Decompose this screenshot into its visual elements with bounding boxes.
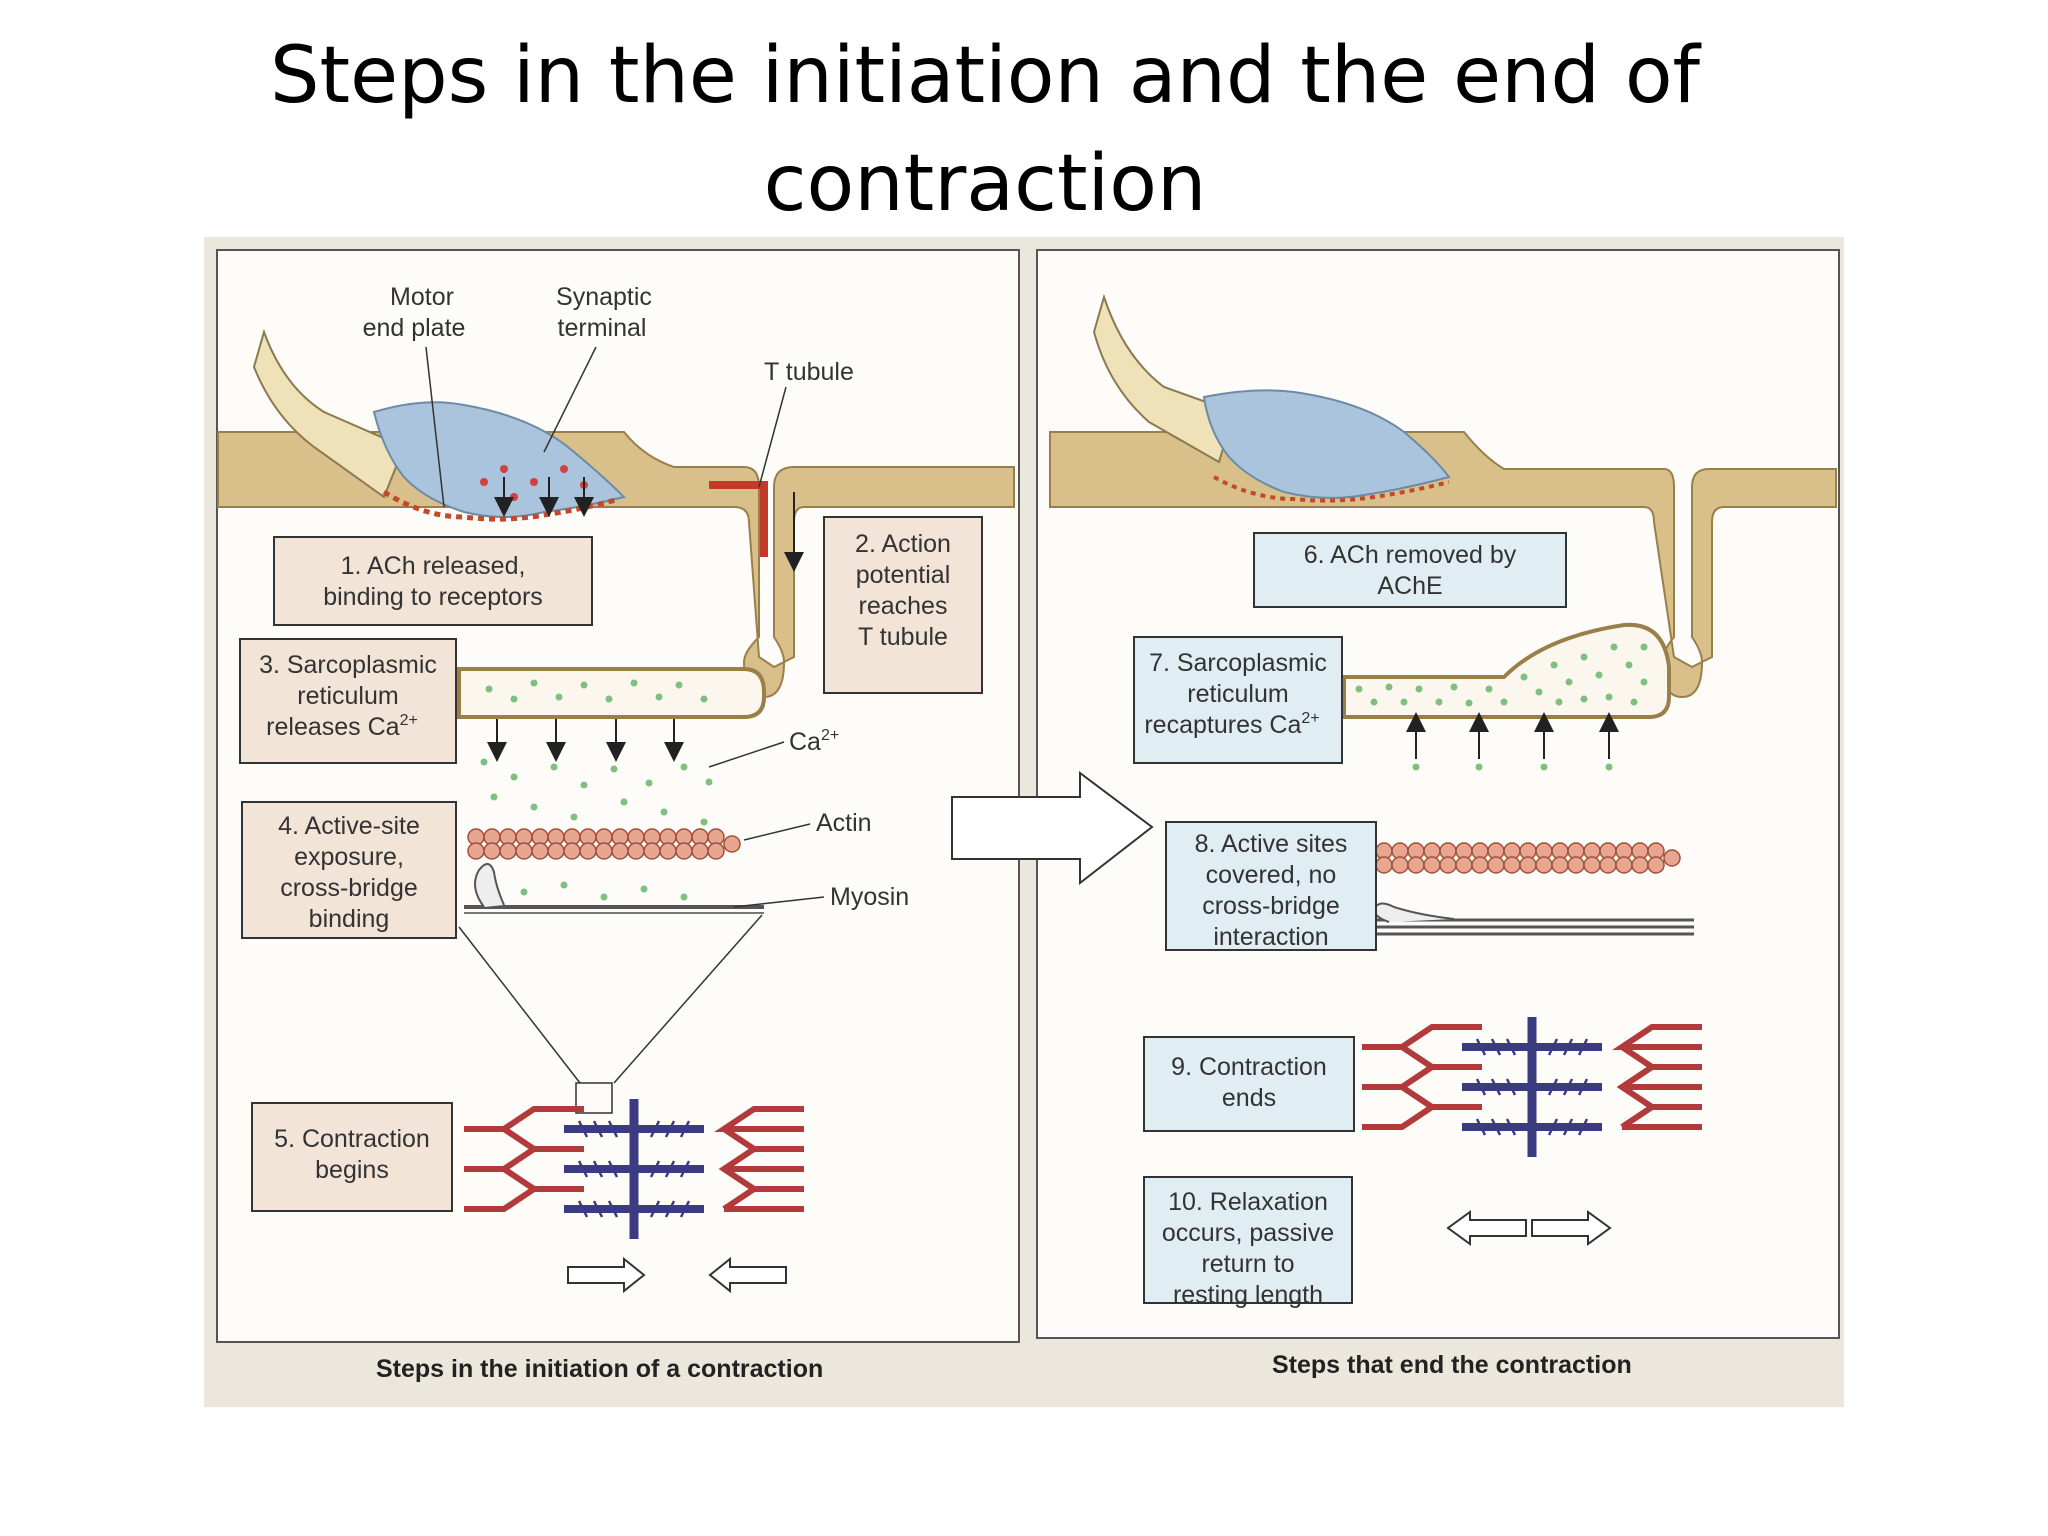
step-5-box bbox=[251, 1102, 453, 1212]
myosin-filament bbox=[464, 863, 764, 914]
axon-right bbox=[1092, 293, 1236, 464]
label-ca: Ca2+ bbox=[789, 727, 839, 756]
step-8-line-4: interaction bbox=[1213, 923, 1328, 951]
label-myosin: Myosin bbox=[830, 883, 909, 911]
transition-arrow-icon bbox=[951, 771, 1154, 886]
label-synaptic-terminal-2: terminal bbox=[558, 314, 647, 342]
actin-filament-right bbox=[1375, 842, 1681, 874]
step-10-box bbox=[1143, 1176, 1353, 1304]
sarcoplasmic-reticulum bbox=[457, 667, 766, 719]
right-panel-caption: Steps that end the contraction bbox=[1272, 1351, 1632, 1379]
synaptic-terminal-right bbox=[1202, 389, 1451, 499]
step-10-line-1: 10. Relaxation bbox=[1168, 1188, 1328, 1216]
step-1-line-2: binding to receptors bbox=[323, 583, 543, 611]
label-motor-end-plate-2: end plate bbox=[363, 314, 466, 342]
synaptic-terminal bbox=[372, 401, 626, 518]
actin-filament bbox=[467, 828, 741, 860]
arrow-out-right-icon bbox=[1531, 1210, 1612, 1246]
slide-title-line-1: Steps in the initiation and the end of bbox=[269, 31, 1700, 121]
arrow-out-left-icon bbox=[1446, 1210, 1527, 1246]
step-1-box bbox=[273, 536, 593, 626]
sarcolemma-right bbox=[1049, 431, 1837, 699]
step-6-line-1: 6. ACh removed by bbox=[1304, 541, 1517, 569]
step-5-line-1: 5. Contraction bbox=[274, 1125, 430, 1153]
step-7-line-3: recaptures Ca2+ bbox=[1144, 710, 1319, 739]
step-2-line-1: 2. Action bbox=[855, 530, 951, 558]
diagram-svg: Motor end plate Synaptic terminal T tubu… bbox=[217, 283, 1837, 1309]
step-3-line-2: reticulum bbox=[297, 682, 398, 710]
slide-title: Steps in the initiation and the end of c… bbox=[0, 22, 1970, 238]
step-8-line-3: cross-bridge bbox=[1202, 892, 1340, 920]
step-2-box bbox=[823, 516, 983, 694]
label-actin: Actin bbox=[816, 809, 872, 837]
sarcoplasmic-reticulum-right bbox=[1342, 622, 1671, 719]
step-2-line-2: potential bbox=[856, 561, 951, 589]
label-t-tubule: T tubule bbox=[764, 358, 854, 386]
figure: Motor end plate Synaptic terminal T tubu… bbox=[204, 237, 1844, 1407]
step-3-line-1: 3. Sarcoplasmic bbox=[259, 651, 437, 679]
step-7-box bbox=[1133, 636, 1343, 764]
ca-dots-released bbox=[480, 758, 713, 901]
step-1-line-1: 1. ACh released, bbox=[341, 552, 526, 580]
step-9-line-2: ends bbox=[1222, 1084, 1276, 1112]
arrow-left-icon bbox=[708, 1256, 787, 1294]
step-7-line-1: 7. Sarcoplasmic bbox=[1149, 649, 1327, 677]
step-9-box bbox=[1143, 1036, 1355, 1132]
step-10-line-4: resting length bbox=[1173, 1281, 1323, 1309]
slide-title-line-2: contraction bbox=[763, 139, 1207, 229]
step-4-line-3: cross-bridge bbox=[280, 874, 418, 902]
step-4-line-4: binding bbox=[309, 905, 390, 933]
action-potential-marker bbox=[709, 481, 768, 557]
label-synaptic-terminal: Synaptic bbox=[556, 283, 652, 311]
label-motor-end-plate: Motor bbox=[390, 283, 454, 311]
step-6-box bbox=[1253, 532, 1567, 608]
myosin-filament-right bbox=[1344, 902, 1694, 936]
step-8-box bbox=[1165, 821, 1377, 951]
step-10-line-2: occurs, passive bbox=[1162, 1219, 1334, 1247]
step-6-line-2: AChE bbox=[1377, 572, 1442, 600]
step-4-box bbox=[241, 801, 457, 939]
step-8-line-1: 8. Active sites bbox=[1195, 830, 1348, 858]
step-3-line-3: releases Ca2+ bbox=[266, 712, 418, 741]
step-2-line-4: T tubule bbox=[858, 623, 948, 651]
step-2-line-3: reaches bbox=[859, 592, 948, 620]
step-5-line-2: begins bbox=[315, 1156, 389, 1184]
sarcomere-relaxed bbox=[1362, 1017, 1702, 1157]
step-4-line-2: exposure, bbox=[294, 843, 404, 871]
step-9-line-1: 9. Contraction bbox=[1171, 1053, 1327, 1081]
ca-dots-recaptured bbox=[1355, 643, 1648, 771]
step-3-box bbox=[239, 638, 457, 764]
axon bbox=[252, 328, 406, 499]
step-8-line-2: covered, no bbox=[1206, 861, 1337, 889]
left-panel-caption: Steps in the initiation of a contraction bbox=[376, 1355, 824, 1383]
ca-dots-sr bbox=[485, 679, 708, 703]
sarcomere-contracted bbox=[464, 1099, 804, 1239]
step-10-line-3: return to bbox=[1201, 1250, 1294, 1278]
step-7-line-2: reticulum bbox=[1187, 680, 1288, 708]
step-4-line-1: 4. Active-site bbox=[278, 812, 420, 840]
arrow-right-icon bbox=[567, 1256, 646, 1294]
